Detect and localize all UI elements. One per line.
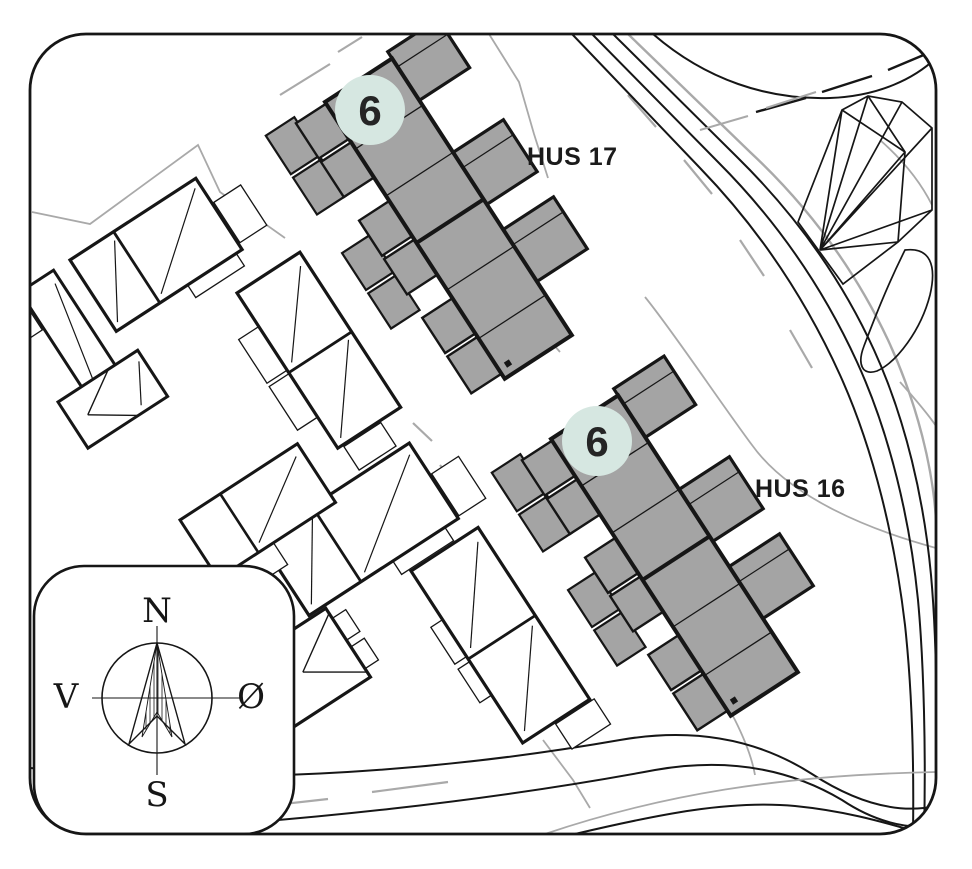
badge-hus-17[interactable]: 6: [335, 75, 405, 145]
badge-hus-16[interactable]: 6: [562, 406, 632, 476]
building-outline-sw-a: [177, 441, 338, 588]
building-outline-nw-a: [67, 176, 268, 334]
plan-border: [28, 32, 938, 836]
compass-east-label: Ø: [237, 677, 265, 717]
compass-south-label: S: [145, 775, 168, 815]
building-outline-northeast: [797, 95, 933, 286]
label-hus-16: HUS 16: [755, 475, 846, 503]
badge-hus-17-value: 6: [358, 87, 381, 134]
compass-north-label: N: [142, 591, 172, 631]
badge-hus-16-value: 6: [585, 418, 608, 465]
building-outline-south-a: [257, 440, 487, 618]
building-outline-west-annex: [55, 348, 170, 451]
compass-west-label: V: [53, 677, 80, 717]
road-top-right: [652, 34, 936, 131]
building-outline-nw-b: [234, 249, 403, 471]
landscape-curve: [860, 248, 934, 373]
building-outline-south-b: [408, 525, 612, 750]
compass-rose: [92, 626, 243, 775]
label-hus-17: HUS 17: [527, 143, 618, 171]
compass-panel: N S V Ø: [32, 564, 296, 834]
